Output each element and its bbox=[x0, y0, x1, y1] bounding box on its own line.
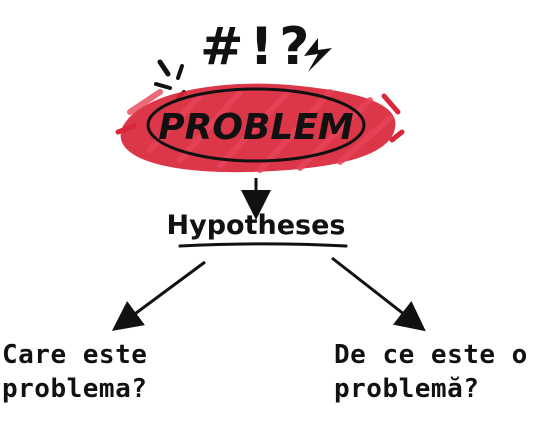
burst-tick-icon bbox=[176, 64, 184, 80]
question-right-line1: De ce este o bbox=[334, 340, 528, 370]
lightning-bolt-icon bbox=[304, 38, 332, 72]
question-right: De ce este o problemă? bbox=[334, 338, 528, 406]
burst-tick-icon bbox=[154, 82, 172, 90]
hypotheses-label: Hypotheses bbox=[167, 210, 346, 241]
exclamation-burst: #!? bbox=[154, 17, 332, 100]
problem-label: PROBLEM bbox=[158, 107, 354, 148]
hypotheses-underline bbox=[178, 242, 348, 248]
question-left: Care este problema? bbox=[2, 338, 147, 406]
right-branch-arrow bbox=[331, 256, 426, 332]
left-branch-arrow bbox=[111, 260, 206, 331]
question-left-line2: problema? bbox=[2, 374, 148, 404]
question-right-line2: problemă? bbox=[334, 374, 480, 404]
question-left-line1: Care este bbox=[2, 340, 148, 370]
exclamation-text: #!? bbox=[200, 17, 315, 77]
problem-ellipse bbox=[146, 87, 366, 163]
problem-scribble bbox=[115, 83, 405, 173]
burst-tick-icon bbox=[157, 59, 171, 77]
